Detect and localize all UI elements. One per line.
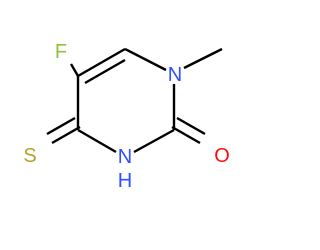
bond-c5-f [69, 63, 80, 77]
atom-h3-label: H [118, 170, 132, 192]
bond-c2-n3 [133, 128, 175, 154]
atom-n1-label: N [168, 64, 182, 86]
atom-n3-label: N [118, 146, 132, 168]
bond-c4-s [51, 125, 81, 145]
bond-c6-n1 [124, 47, 167, 72]
atom-f-label: F [55, 41, 67, 63]
atom-o-label: O [214, 145, 230, 167]
bond-n1-methyl [183, 47, 223, 70]
bond-c5-c6 [77, 47, 126, 78]
bond-c2-o-second [176, 116, 206, 136]
bonds [46, 47, 223, 154]
bond-c5-c6-inner [84, 58, 126, 85]
bond-n3-c4 [77, 128, 117, 154]
atom-s-label: S [23, 145, 36, 167]
bond-c2-o [171, 125, 201, 145]
structure-diagram: F N N H O S [23, 41, 229, 192]
atom-labels: F N N H O S [23, 41, 229, 192]
bond-c4-s-second [46, 116, 76, 136]
